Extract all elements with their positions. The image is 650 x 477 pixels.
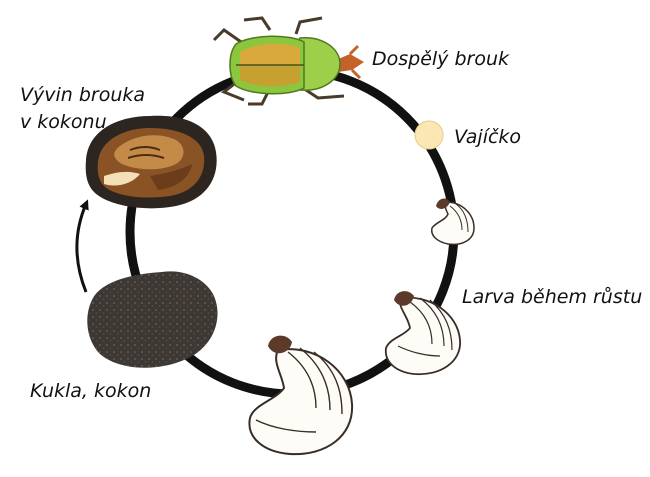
- label-development-line-2: v kokonu: [20, 111, 107, 133]
- adult-beetle-image: [212, 16, 364, 106]
- large-larva-image: [248, 335, 354, 456]
- arrow-cocoon-to-pupa: [75, 199, 89, 293]
- label-development-in-cocoon: Vývin brouka v kokonu: [20, 82, 145, 136]
- label-growing-larva: Larva během růstu: [462, 286, 643, 308]
- egg-image: [414, 120, 444, 150]
- developing-beetle-image: [85, 115, 217, 209]
- small-larva-image: [430, 198, 475, 246]
- cocoon-image: [87, 271, 218, 368]
- label-adult-beetle: Dospělý brouk: [372, 48, 510, 70]
- label-egg: Vajíčko: [454, 126, 522, 148]
- label-pupa-cocoon: Kukla, kokon: [30, 380, 152, 402]
- label-development-line-1: Vývin brouka: [20, 84, 146, 106]
- growing-larva-image: [384, 291, 461, 375]
